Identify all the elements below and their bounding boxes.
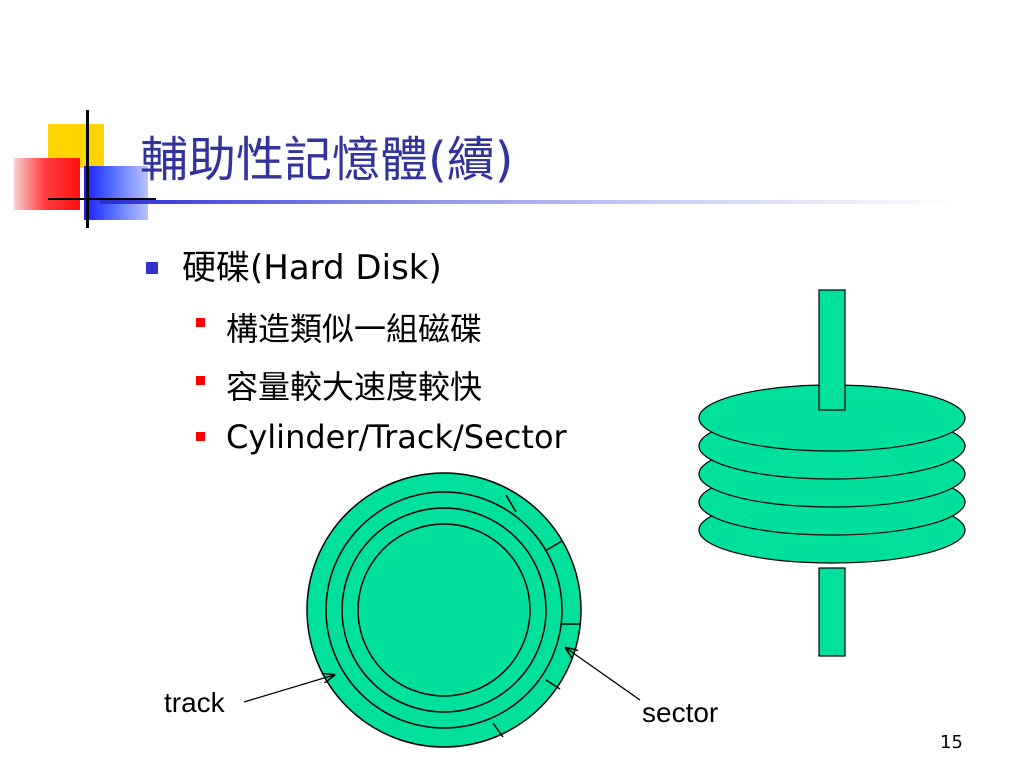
title-underline [100,200,960,204]
disk-stack-side-view [698,289,966,657]
page-number: 15 [940,732,963,753]
sub-bullet-marker [196,318,205,327]
platter-track-ring [341,507,547,713]
slide-title: 輔助性記憶體(續) [140,132,514,188]
sub-bullet-text: 容量較大速度較快 [226,368,483,406]
platter-top-view [306,472,582,748]
track-arrow [243,675,334,703]
sub-bullet-marker [196,376,205,385]
decor-horizontal-line [48,198,156,200]
decor-vertical-line [86,110,89,228]
sub-bullet-marker [196,432,205,441]
decor-red-square [14,158,80,210]
track-label: track [164,687,226,718]
sector-label: sector [642,697,718,728]
decor-blue-square [84,166,148,220]
platter-inner-track [357,523,531,697]
sub-bullet-text: Cylinder/Track/Sector [226,418,567,456]
sub-bullet-text: 構造類似一組磁碟 [226,310,483,348]
spindle-bottom [818,567,846,657]
spindle-top [818,289,846,411]
sector-boundary [505,494,517,513]
sector-arrow [566,648,641,701]
main-bullet-marker [146,262,158,274]
sector-boundary [492,722,504,738]
sector-boundary [545,679,561,690]
sector-boundary [544,540,563,552]
platter-outer-track [306,472,582,748]
platter-track-ring [325,491,563,729]
main-bullet-text: 硬碟(Hard Disk) [182,248,442,288]
